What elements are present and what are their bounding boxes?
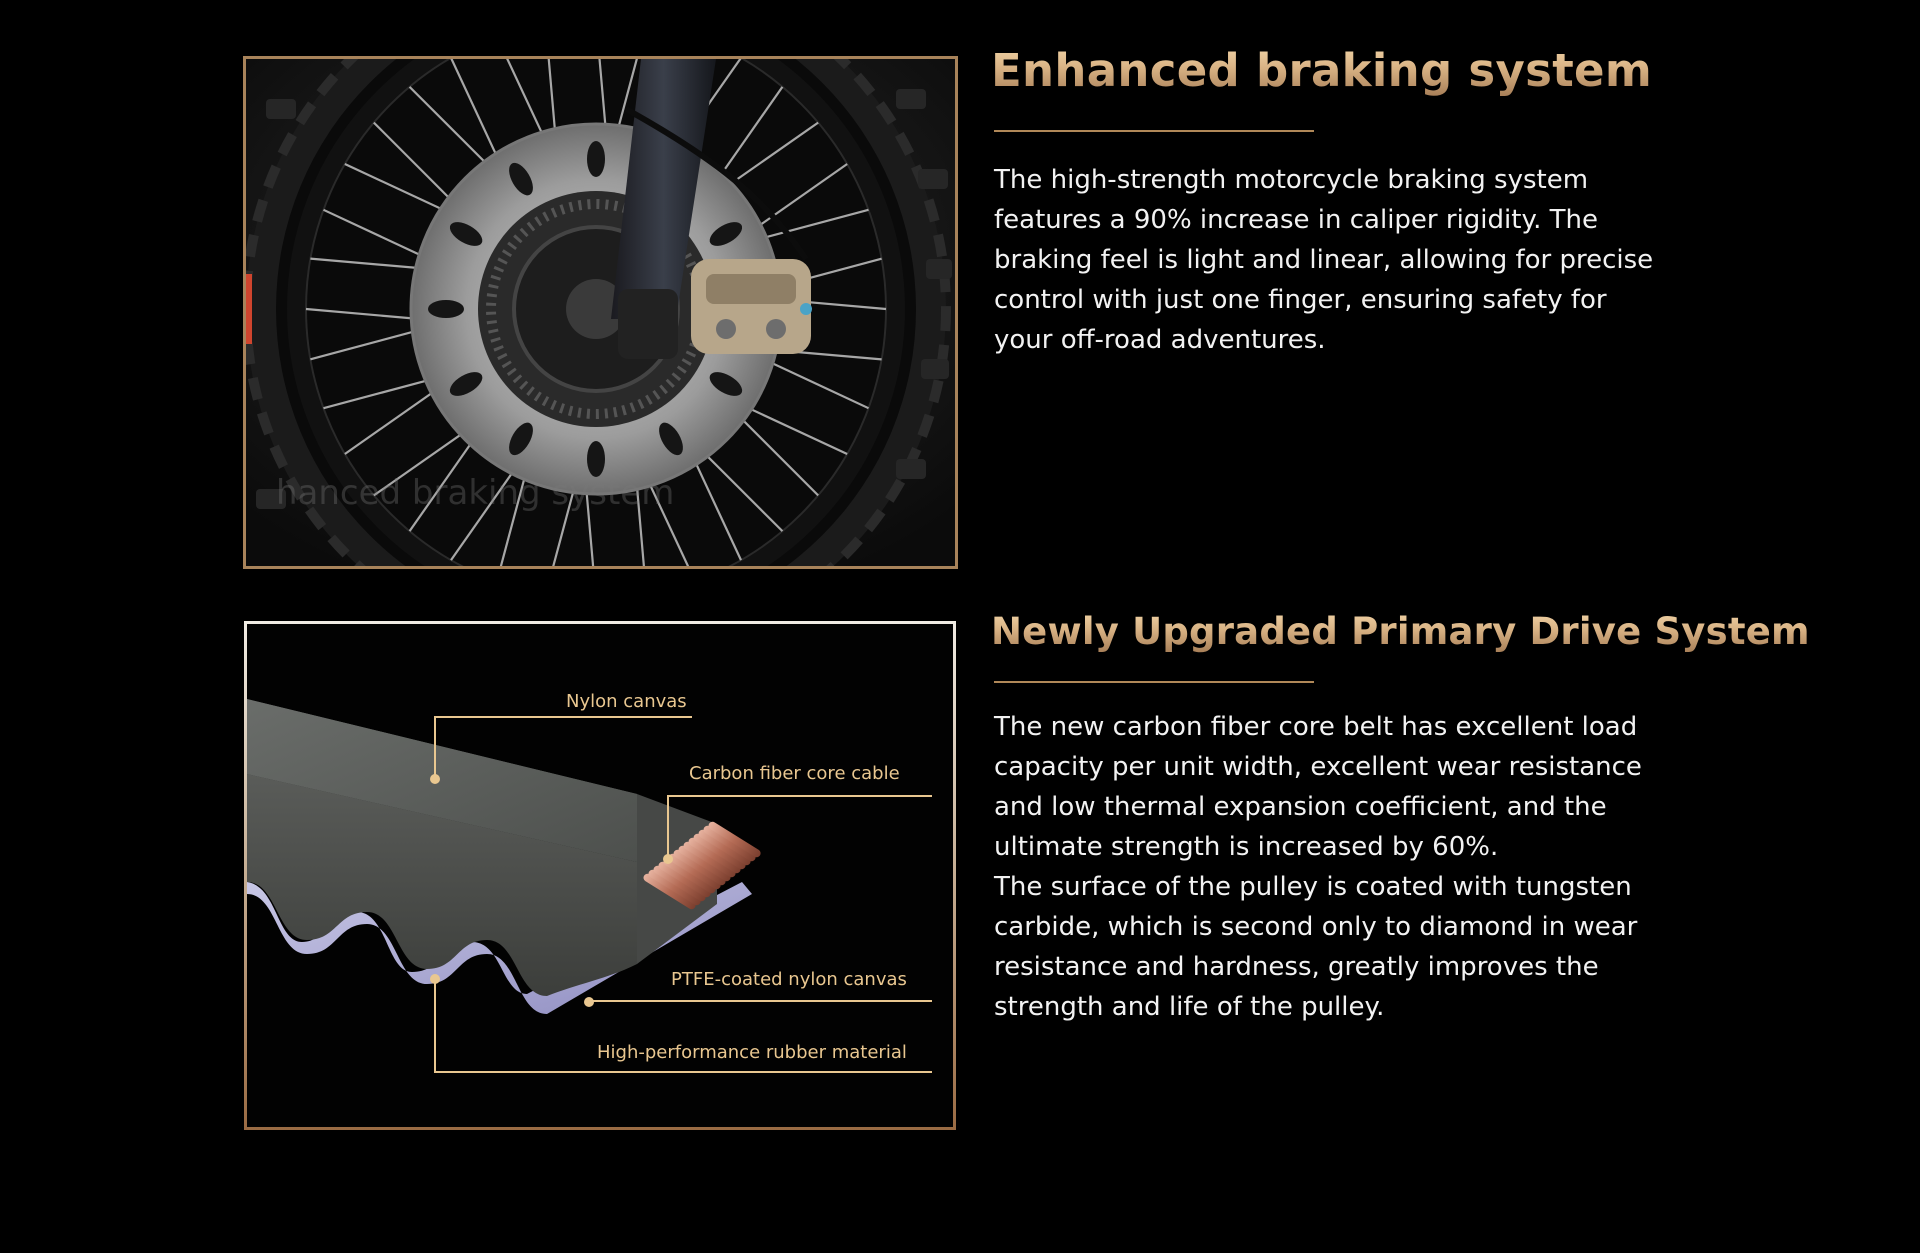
front-wheel-disc-brake-image (246, 59, 955, 566)
belt-cross-section-diagram (247, 699, 932, 1073)
brake-caliper-graphic (691, 259, 812, 354)
title-underline (994, 681, 1314, 683)
callout-ptfe-canvas: PTFE-coated nylon canvas (671, 969, 907, 990)
drive-section-description-1: The new carbon fiber core belt has excel… (994, 712, 1642, 862)
brake-section-description: The high-strength motorcycle braking sys… (994, 165, 1654, 355)
image-watermark: hanced braking system (276, 473, 675, 513)
drive-section-title: Newly Upgraded Primary Drive System (991, 610, 1810, 653)
belt-diagram-frame: Nylon canvas Carbon fiber core cable PTF… (244, 621, 956, 1130)
title-underline (994, 130, 1314, 132)
drive-section-description-2: The surface of the pulley is coated with… (994, 872, 1638, 1022)
brake-image-frame: hanced braking system (243, 56, 958, 569)
callout-nylon-canvas: Nylon canvas (566, 691, 687, 712)
brake-section-title: Enhanced braking system (991, 44, 1653, 97)
callout-carbon-fiber-core: Carbon fiber core cable (689, 763, 900, 784)
callout-rubber-material: High-performance rubber material (597, 1042, 907, 1063)
